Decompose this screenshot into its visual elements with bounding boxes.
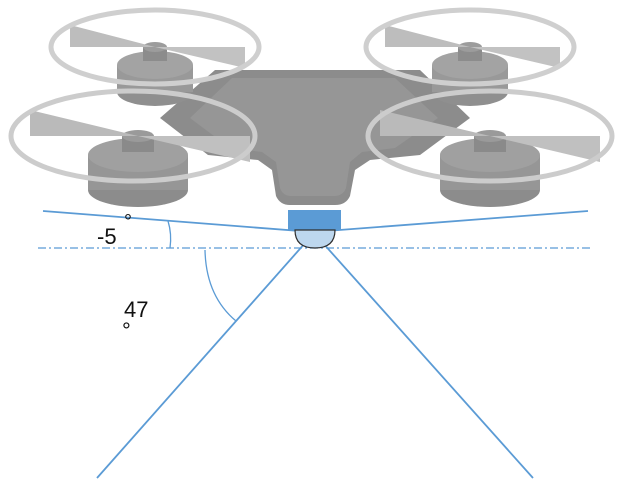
upper-angle-degree-symbol: ° [124, 211, 132, 233]
propeller-front-right [365, 88, 615, 184]
drone-body [160, 70, 470, 205]
lower-angle-arc [204, 249, 237, 322]
propeller-rear-right [363, 7, 577, 87]
lower-angle-degree-symbol: ° [122, 318, 131, 343]
upper-angle-value: -5 [97, 224, 117, 249]
propeller-front-left [8, 88, 258, 184]
motor-front-right [440, 130, 540, 207]
upper-angle-arc [167, 220, 172, 249]
propeller-rear-left [48, 7, 262, 87]
upper-fov-line-right [312, 210, 589, 233]
sensor-icon [288, 210, 341, 249]
lower-angle-value: 47 [124, 297, 149, 322]
lower-fov-line-left [96, 241, 307, 479]
upper-fov-line-left [42, 210, 314, 233]
lower-fov-line-right [321, 241, 534, 479]
